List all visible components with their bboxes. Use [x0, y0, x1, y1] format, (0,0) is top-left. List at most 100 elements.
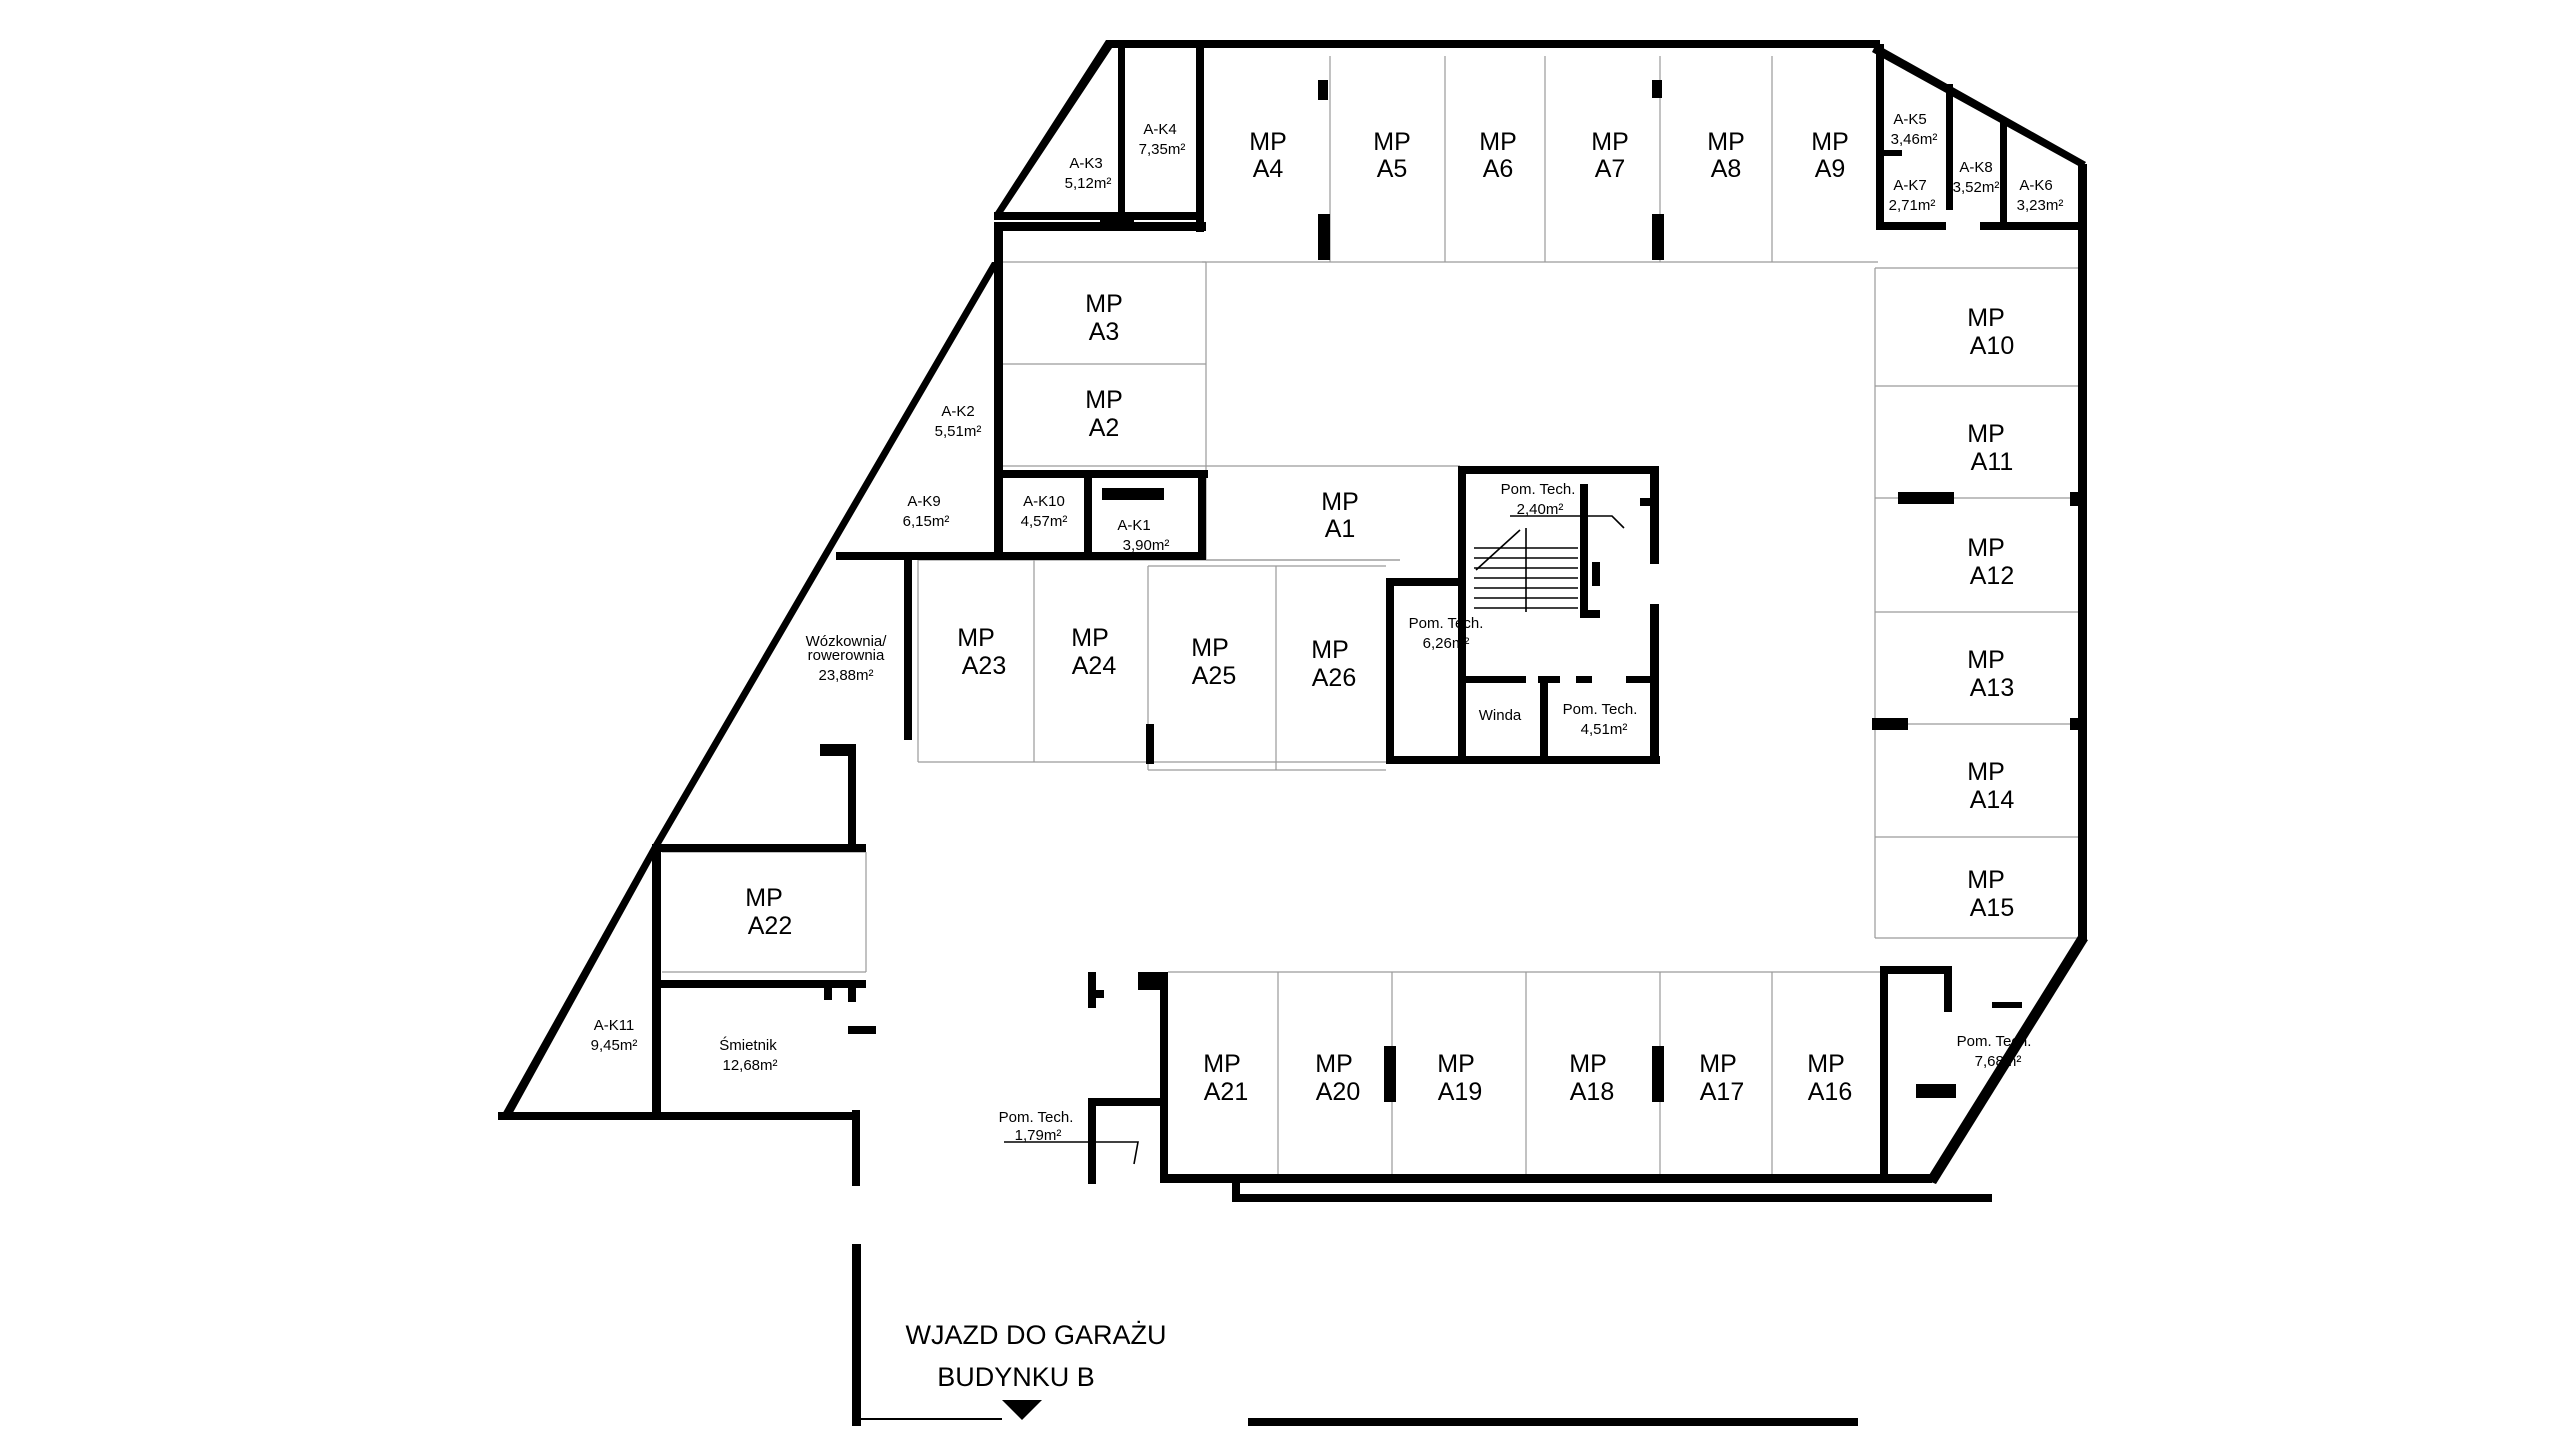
storage-ak11-id: A-K11 [594, 1017, 635, 1034]
spot-a24-mp: MP [1071, 624, 1109, 652]
spot-a14-mp: MP [1967, 758, 2005, 786]
storage-ak11-area: 9,45m² [591, 1037, 638, 1054]
outer-wall-left-diagonal [652, 262, 1000, 846]
spot-a1-id: A1 [1325, 515, 1356, 543]
spot-a11-mp: MP [1967, 420, 2005, 448]
outer-wall-bottom-right-diagonal [1926, 936, 2088, 1184]
spot-labels: MP A1 MP A2 MP A3 MP A4 MP A5 MP A6 MP A… [745, 128, 2014, 1106]
spot-a21-id: A21 [1204, 1078, 1248, 1106]
spot-a10-mp: MP [1967, 304, 2005, 332]
spot-a23-id: A23 [962, 652, 1006, 680]
technical-room-labels: Pom. Tech. 2,40m² Pom. Tech. 6,26m² Pom.… [999, 481, 2032, 1144]
parking-spot-outlines [662, 56, 2080, 1178]
stairs [1474, 528, 1578, 612]
spot-a5-id: A5 [1377, 155, 1408, 183]
tech-room-1-area: 2,40m² [1517, 501, 1564, 518]
tech-room-4-area: 7,68m² [1975, 1053, 2022, 1070]
spot-a13-id: A13 [1970, 674, 2014, 702]
spot-a8-mp: MP [1707, 128, 1745, 156]
spot-a17-id: A17 [1700, 1078, 1744, 1106]
spot-a26-id: A26 [1312, 664, 1356, 692]
spot-a4-mp: MP [1249, 128, 1287, 156]
spot-a6-id: A6 [1483, 155, 1514, 183]
stroller-room-label-2: rowerownia [808, 647, 885, 664]
spot-a24-id: A24 [1072, 652, 1117, 680]
spot-a3-mp: MP [1085, 290, 1123, 318]
entrance-arrow [1002, 1400, 1042, 1420]
storage-ak6-area: 3,23m² [2017, 197, 2064, 214]
storage-ak8-area: 3,52m² [1953, 179, 2000, 196]
storage-ak10-area: 4,57m² [1021, 513, 1068, 530]
spot-a8-id: A8 [1711, 155, 1742, 183]
walls [498, 40, 2088, 1426]
spot-a10-id: A10 [1970, 332, 2014, 360]
tech-room-3-name: Pom. Tech. [1563, 701, 1638, 718]
storage-ak7-id: A-K7 [1893, 177, 1926, 194]
storage-ak9-area: 6,15m² [903, 513, 950, 530]
spot-a13-mp: MP [1967, 646, 2005, 674]
spot-a2-mp: MP [1085, 386, 1123, 414]
spot-a7-mp: MP [1591, 128, 1629, 156]
tech-room-3-area: 4,51m² [1581, 721, 1628, 738]
storage-ak7-area: 2,71m² [1889, 197, 1936, 214]
spot-a16-id: A16 [1808, 1078, 1852, 1106]
entrance-line-2: BUDYNKU B [937, 1362, 1095, 1392]
tech-room-2-name: Pom. Tech. [1409, 615, 1484, 632]
storage-ak10-id: A-K10 [1023, 493, 1065, 510]
spot-a25-id: A25 [1192, 662, 1236, 690]
tech-room-2-area: 6,26m² [1423, 635, 1470, 652]
spot-a21-mp: MP [1203, 1050, 1241, 1078]
stroller-room-label-1: Wózkownia/ [806, 633, 888, 650]
spot-a12-mp: MP [1967, 534, 2005, 562]
storage-ak8-id: A-K8 [1959, 159, 1992, 176]
spot-a18-id: A18 [1570, 1078, 1614, 1106]
spot-a9-mp: MP [1811, 128, 1849, 156]
spot-a22-mp: MP [745, 884, 783, 912]
spot-a15-mp: MP [1967, 866, 2005, 894]
storage-ak4-id: A-K4 [1143, 121, 1176, 138]
spot-a12-id: A12 [1970, 562, 2014, 590]
spot-a17-mp: MP [1699, 1050, 1737, 1078]
entrance-line-1: WJAZD DO GARAŻU [906, 1319, 1167, 1350]
spot-a25-mp: MP [1191, 634, 1229, 662]
storage-ak3-area: 5,12m² [1065, 175, 1112, 192]
spot-a22-id: A22 [748, 912, 792, 940]
tech-room-4-name: Pom. Tech. [1957, 1033, 2032, 1050]
tech-room-5-area: 1,79m² [1015, 1127, 1062, 1144]
spot-a14-id: A14 [1970, 786, 2015, 814]
spot-a20-id: A20 [1316, 1078, 1360, 1106]
storage-ak1-area: 3,90m² [1123, 537, 1170, 554]
spot-a2-id: A2 [1089, 414, 1120, 442]
spot-a5-mp: MP [1373, 128, 1411, 156]
door-swings [1004, 515, 1625, 1165]
stroller-room-area: 23,88m² [818, 667, 873, 684]
tech-room-1-name: Pom. Tech. [1501, 481, 1576, 498]
spot-a23-mp: MP [957, 624, 995, 652]
storage-ak6-id: A-K6 [2019, 177, 2052, 194]
storage-ak5-area: 3,46m² [1891, 131, 1938, 148]
trash-room-label: Śmietnik [719, 1036, 777, 1054]
spot-a4-id: A4 [1253, 155, 1284, 183]
spot-a1-mp: MP [1321, 488, 1359, 516]
spot-a19-mp: MP [1437, 1050, 1475, 1078]
storage-ak2-area: 5,51m² [935, 423, 982, 440]
elevator-label: Winda [1479, 707, 1522, 724]
outer-wall-top-right-diagonal [1872, 44, 2086, 168]
spot-a18-mp: MP [1569, 1050, 1607, 1078]
other-room-labels: Winda Wózkownia/ rowerownia 23,88m² Śmie… [719, 633, 1522, 1074]
tech-room-5-name: Pom. Tech. [999, 1109, 1074, 1126]
spot-a16-mp: MP [1807, 1050, 1845, 1078]
spot-a6-mp: MP [1479, 128, 1517, 156]
spot-a9-id: A9 [1815, 155, 1846, 183]
spot-a19-id: A19 [1438, 1078, 1482, 1106]
storage-ak9-id: A-K9 [907, 493, 940, 510]
outer-wall-top-left-diagonal [994, 40, 1880, 214]
spot-a11-id: A11 [1971, 448, 2014, 476]
spot-a15-id: A15 [1970, 894, 2014, 922]
storage-labels: A-K1 3,90m² A-K2 5,51m² A-K3 5,12m² A-K4… [591, 111, 2064, 1054]
trash-room-area: 12,68m² [722, 1057, 777, 1074]
spot-a3-id: A3 [1089, 318, 1120, 346]
storage-ak5-id: A-K5 [1893, 111, 1926, 128]
storage-ak4-area: 7,35m² [1139, 141, 1186, 158]
